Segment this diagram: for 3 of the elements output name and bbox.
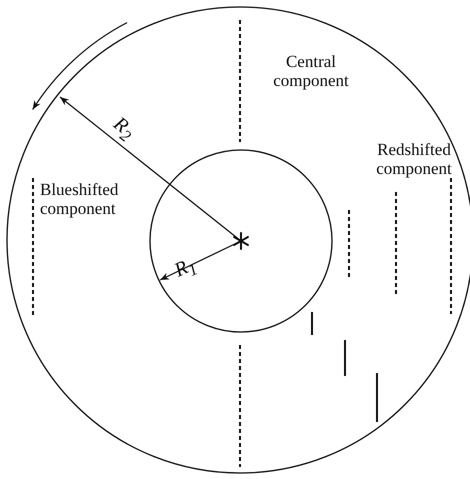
component-label: Central component <box>272 52 350 90</box>
component-label: Blueshifted component <box>40 180 120 218</box>
component-label: Redshifted component <box>375 140 453 178</box>
